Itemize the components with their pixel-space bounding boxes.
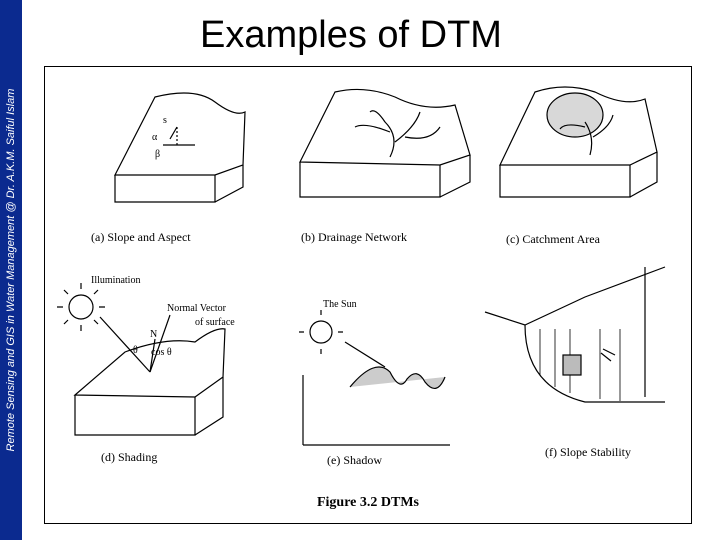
- catchment-block-illustration: [499, 86, 658, 198]
- caption-catchment-area: (c) Catchment Area: [506, 232, 600, 246]
- sidebar-band: Remote Sensing and GIS in Water Manageme…: [0, 0, 22, 540]
- shading-label-theta: θ: [133, 345, 138, 356]
- sidebar-credit-text: Remote Sensing and GIS in Water Manageme…: [5, 88, 17, 452]
- shading-label-n: N: [150, 329, 158, 340]
- slope-label-s: s: [163, 115, 167, 126]
- slope-label-alpha: α: [152, 132, 158, 143]
- slope-block-illustration: [114, 92, 246, 203]
- slope-label-beta: β: [155, 149, 161, 160]
- shading-label-illumination: Illumination: [91, 275, 141, 286]
- caption-shadow: (e) Shadow: [327, 453, 382, 467]
- slope-stability-illustration: [484, 266, 666, 403]
- shadow-label-sun: The Sun: [323, 299, 357, 310]
- caption-shading: (d) Shading: [101, 450, 158, 464]
- caption-slope-stability: (f) Slope Stability: [545, 445, 631, 459]
- shadow-profile-illustration: [299, 310, 450, 446]
- slide-title: Examples of DTM: [200, 14, 502, 56]
- shading-label-normal-vector: Normal Vector: [167, 303, 226, 314]
- caption-slope-aspect: (a) Slope and Aspect: [91, 230, 191, 244]
- figure-frame: s α β Illumination Normal Vector of surf…: [44, 66, 692, 524]
- shading-block-illustration: [57, 283, 226, 436]
- figure-title: Figure 3.2 DTMs: [316, 495, 419, 510]
- drainage-block-illustration: [299, 88, 471, 198]
- shading-label-surface: of surface: [195, 317, 235, 328]
- figure-drawing: [57, 86, 666, 446]
- caption-drainage-network: (b) Drainage Network: [301, 230, 407, 244]
- shading-label-cos: cos θ: [151, 347, 172, 358]
